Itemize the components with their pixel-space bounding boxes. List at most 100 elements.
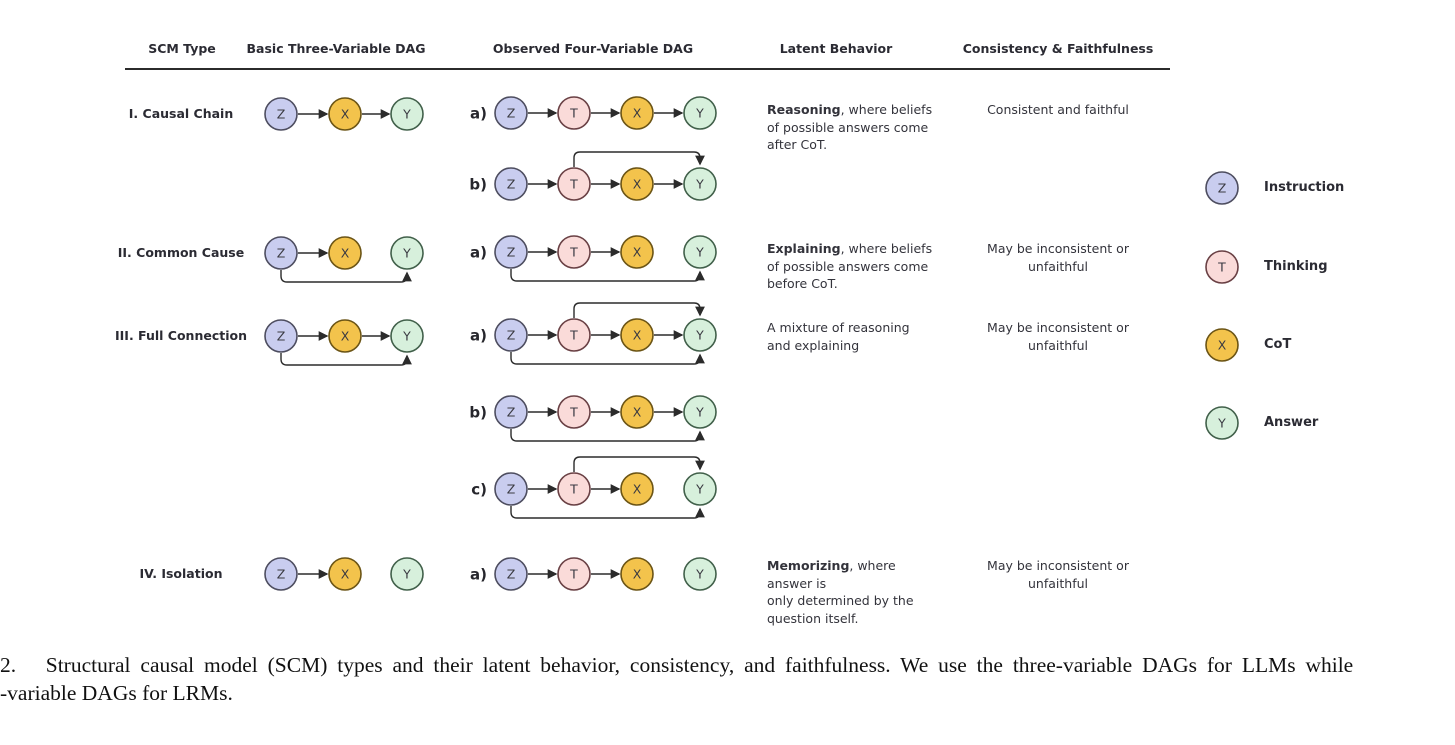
dag-node-letter: Y [402, 246, 411, 261]
behavior-lead-word: Memorizing [767, 558, 850, 573]
dag-node-letter: Z [277, 567, 286, 582]
dag-node-y [683, 318, 717, 352]
dag-node-z [264, 557, 298, 591]
dag-node-y [683, 472, 717, 506]
legend-label-thinking: Thinking [1264, 259, 1328, 274]
dag-node-t [557, 96, 591, 130]
dag-node-y [1205, 406, 1239, 440]
dag-node-y [390, 319, 424, 353]
consistency-isolation: May be inconsistent or unfaithful [987, 558, 1129, 591]
dag-edge-arc-bottom [510, 352, 705, 365]
figure-caption-line2: -variable DAGs for LRMs. [0, 681, 233, 705]
dag-node-letter: X [633, 328, 642, 343]
dag-node-letter: T [569, 482, 578, 497]
latent-behavior-mixture: A mixture of reasoning and explaining [767, 319, 942, 354]
dag-node-letter: Y [402, 567, 411, 582]
figure-caption-line1: 2. Structural causal model (SCM) types a… [0, 653, 1354, 677]
dag-node-letter: X [633, 177, 642, 192]
legend-label-instruction: Instruction [1264, 180, 1345, 195]
dag-node-letter: Y [695, 245, 704, 260]
dag-node-t [557, 318, 591, 352]
dag-node-x [620, 96, 654, 130]
dag-node-letter: Z [277, 329, 286, 344]
dag-node-letter: Y [402, 107, 411, 122]
dag-node-letter: T [569, 567, 578, 582]
dag-variant-tag: a) [470, 244, 487, 262]
dag-edge-arc-top [573, 456, 705, 472]
dag-node-y [683, 235, 717, 269]
dag-node-letter: T [569, 328, 578, 343]
dag-variant-tag: a) [470, 105, 487, 123]
consistency-common-cause: May be inconsistent or unfaithful [987, 241, 1129, 274]
dag-node-letter: Y [695, 482, 704, 497]
dag-node-x [620, 557, 654, 591]
dag-node-t [557, 167, 591, 201]
dag-node-z [1205, 171, 1239, 205]
dag-node-letter: T [569, 245, 578, 260]
consistency-causal-chain: Consistent and faithful [987, 102, 1129, 117]
dag-node-x [328, 97, 362, 131]
dag-node-letter: Z [507, 328, 516, 343]
dag-node-letter: Y [1217, 416, 1226, 431]
column-header-observed-dag: Observed Four-Variable DAG [492, 41, 694, 56]
dag-node-z [264, 236, 298, 270]
consistency-full-connection: May be inconsistent or unfaithful [987, 320, 1129, 353]
dag-node-y [683, 395, 717, 429]
dag-node-z [494, 472, 528, 506]
dag-node-z [494, 167, 528, 201]
dag-node-t [1205, 250, 1239, 284]
dag-node-z [264, 97, 298, 131]
dag-node-t [557, 472, 591, 506]
dag-node-y [390, 97, 424, 131]
dag-node-z [494, 318, 528, 352]
dag-node-z [494, 557, 528, 591]
behavior-lead-word: Reasoning [767, 102, 841, 117]
dag-node-letter: Z [1218, 181, 1227, 196]
dag-node-y [683, 96, 717, 130]
legend-label-cot: CoT [1264, 337, 1292, 352]
dag-variant-tag: b) [469, 404, 487, 422]
dag-node-letter: X [633, 106, 642, 121]
dag-edge-arc-top [573, 151, 705, 167]
dag-node-letter: T [569, 405, 578, 420]
behavior-rest-text: , where beliefs of possible answers come… [767, 102, 933, 152]
dag-node-letter: Z [507, 567, 516, 582]
dag-node-letter: T [569, 177, 578, 192]
dag-node-x [620, 167, 654, 201]
dag-variant-tag: a) [470, 327, 487, 345]
dag-node-z [494, 96, 528, 130]
dag-node-y [390, 557, 424, 591]
column-header-latent-behavior: Latent Behavior [779, 41, 893, 56]
dag-node-t [557, 395, 591, 429]
dag-node-x [328, 236, 362, 270]
latent-behavior-reasoning: Reasoning, where beliefs of possible ans… [767, 101, 942, 154]
row-label-common-cause: II. Common Cause [117, 245, 245, 260]
dag-node-letter: Y [695, 177, 704, 192]
dag-edge-arc-bottom [280, 270, 412, 283]
dag-node-letter: X [341, 107, 350, 122]
dag-edge-arc-top [573, 302, 705, 318]
dag-node-x [620, 235, 654, 269]
dag-node-t [557, 557, 591, 591]
column-header-scm-type: SCM Type [148, 41, 216, 56]
dag-node-z [494, 395, 528, 429]
dag-node-letter: T [1217, 260, 1226, 275]
dag-node-letter: Z [507, 177, 516, 192]
behavior-rest-text: A mixture of reasoning and explaining [767, 320, 910, 353]
dag-edge-arc-bottom [510, 429, 705, 442]
dag-node-letter: X [633, 567, 642, 582]
dag-node-x [1205, 328, 1239, 362]
dag-node-x [620, 395, 654, 429]
dag-node-letter: Z [507, 245, 516, 260]
